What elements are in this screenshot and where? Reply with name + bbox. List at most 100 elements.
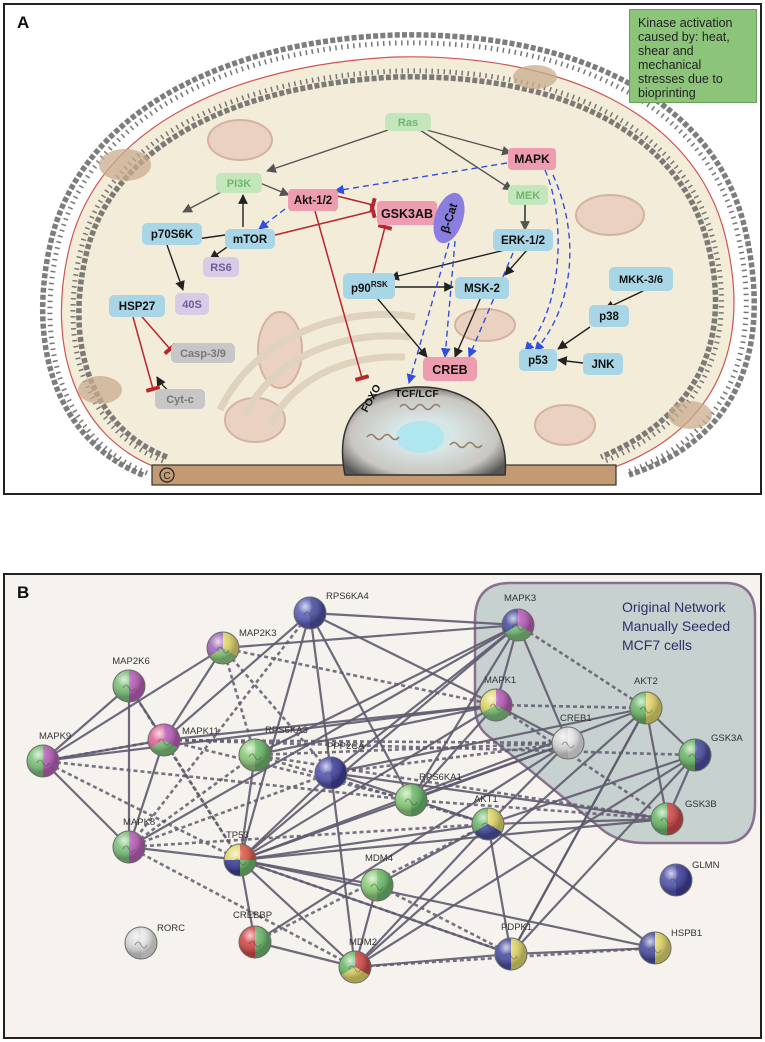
edge-map2k3-mapk1 (222, 646, 497, 707)
protein-label-pdpk1: PDPK1 (501, 922, 532, 933)
protein-node-glmn[interactable] (659, 863, 693, 897)
node-structure-icon (511, 623, 525, 631)
protein-node-map2k6[interactable] (112, 669, 146, 703)
node-beta-catenin: β-Cat (433, 192, 465, 244)
node-structure-icon (248, 753, 262, 761)
protein-node-mapk9[interactable] (26, 744, 60, 778)
protein-node-mapk3[interactable] (501, 608, 535, 642)
protein-node-mdm2[interactable] (338, 950, 372, 984)
edge-mapk11-tp53 (162, 739, 242, 861)
protein-node-rps6ka1[interactable] (394, 783, 428, 817)
node-sphere (360, 868, 394, 902)
node-structure-icon (233, 858, 247, 866)
edge-mapk9-mapk8 (42, 760, 130, 848)
protein-label-map2k3: MAP2K3 (239, 628, 277, 639)
seed-legend-line-3: MCF7 cells (622, 637, 692, 653)
protein-node-hspb1[interactable] (638, 931, 672, 965)
node-structure-icon (669, 878, 683, 886)
node-sphere (238, 925, 272, 959)
protein-label-gsk3a: GSK3A (711, 733, 743, 744)
protein-node-gsk3a[interactable] (678, 738, 712, 772)
edge-map2k6-mapk9 (42, 685, 130, 762)
node-msk2: MSK-2 (455, 277, 509, 299)
edge-rps6ka4-mapk3 (309, 611, 519, 627)
protein-node-mapk1[interactable] (479, 688, 513, 722)
node-sphere (314, 756, 348, 790)
node-structure-icon (216, 646, 230, 654)
substrate-c-symbol (159, 467, 175, 483)
protein-node-ppp2ca[interactable] (314, 756, 348, 790)
edge-map2k3-rps6ka3 (221, 647, 257, 756)
signaling-pathway-diagram: C (39, 32, 757, 486)
node-40s: 40S (175, 293, 209, 315)
svg-text:GSK3AB: GSK3AB (381, 207, 433, 221)
edge-rps6ka1-mapk3 (410, 624, 519, 801)
svg-text:p90RSK: p90RSK (351, 280, 388, 295)
edge-tp53-pdpk1 (239, 858, 512, 956)
node-sphere (638, 931, 672, 965)
edge-mdm2-pdpk1 (354, 952, 512, 969)
edge-mapk8-mdm2 (128, 845, 356, 969)
node-sphere (147, 723, 181, 757)
protein-node-pdpk1[interactable] (494, 937, 528, 971)
protein-label-crebbp: CREBBP (233, 910, 272, 921)
edge-mdm2-akt1 (354, 823, 489, 968)
edge-akt1-pdpk1 (486, 823, 513, 955)
protein-node-akt2[interactable] (629, 691, 663, 725)
edge-akt1-gsk3b (487, 817, 668, 826)
edge-mapk9-tp53 (42, 759, 241, 862)
protein-label-mdm4: MDM4 (365, 853, 393, 864)
protein-label-map2k6: MAP2K6 (112, 656, 150, 667)
protein-node-rps6ka4[interactable] (293, 596, 327, 630)
edge-ppp2ca-mapk3 (330, 624, 519, 774)
edge-tp53-gsk3b (239, 817, 668, 862)
edge-mapk11-mapk8 (127, 739, 166, 848)
edge-rps6ka3-mapk1 (254, 703, 497, 757)
edge-mdm2-akt2 (354, 707, 647, 968)
svg-text:p53: p53 (528, 355, 548, 367)
protein-label-tp53: TP53 (226, 830, 249, 841)
edge-rps6ka3-akt1 (254, 753, 489, 826)
protein-node-creb1[interactable] (551, 726, 585, 760)
inhibition-edges (132, 194, 393, 393)
svg-text:40S: 40S (182, 299, 202, 311)
protein-label-hspb1: HSPB1 (671, 928, 702, 939)
node-mek: MEK (508, 185, 548, 205)
protein-node-map2k3[interactable] (206, 631, 240, 665)
svg-text:HSP27: HSP27 (119, 301, 155, 313)
protein-label-ppp2ca: PPP2CA (327, 741, 365, 752)
node-structure-icon (648, 946, 662, 954)
node-sphere (124, 926, 158, 960)
node-p90rsk: p90RSK (343, 273, 395, 299)
svg-text:ERK-1/2: ERK-1/2 (501, 235, 545, 247)
edge-mapk3-creb1 (516, 624, 570, 744)
edge-tp53-mdm2 (239, 859, 356, 968)
node-structure-icon (134, 941, 148, 949)
node-p53: p53 (519, 349, 557, 371)
edge-rps6ka3-creb1 (254, 741, 569, 757)
protein-label-mapk3: MAPK3 (504, 593, 536, 604)
protein-label-glmn: GLMN (692, 860, 720, 871)
protein-node-mapk11[interactable] (147, 723, 181, 757)
node-structure-icon (248, 940, 262, 948)
edge-pdpk1-hspb1 (510, 946, 656, 956)
svg-text:Cyt-c: Cyt-c (166, 394, 194, 406)
protein-node-rorc[interactable] (124, 926, 158, 960)
node-structure-icon (324, 771, 338, 779)
svg-text:PI3K: PI3K (227, 178, 252, 190)
node-sphere (394, 783, 428, 817)
svg-text:MEK: MEK (516, 190, 541, 202)
protein-node-akt1[interactable] (471, 807, 505, 841)
node-sphere (206, 631, 240, 665)
protein-node-mapk8[interactable] (112, 830, 146, 864)
protein-node-mdm4[interactable] (360, 868, 394, 902)
protein-node-tp53[interactable] (223, 843, 257, 877)
edge-tp53-akt1 (239, 822, 489, 862)
protein-node-gsk3b[interactable] (650, 802, 684, 836)
protein-node-rps6ka3[interactable] (238, 738, 272, 772)
protein-node-crebbp[interactable] (238, 925, 272, 959)
node-structure-icon (481, 822, 495, 830)
edge-mdm2-gsk3a (354, 754, 696, 968)
protein-label-gsk3b: GSK3B (685, 799, 717, 810)
